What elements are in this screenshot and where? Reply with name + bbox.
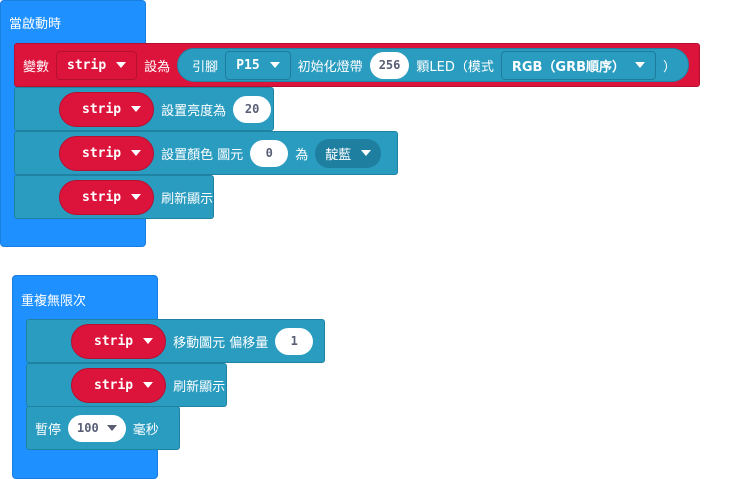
neopixel-create-block[interactable]: 引腳 P15 初始化燈帶 256 顆LED（模式 RGB（GRB順序） ） — [177, 48, 690, 82]
chevron-down-icon — [143, 338, 154, 344]
chevron-down-icon — [116, 62, 127, 68]
dropdown-value: strip — [67, 57, 107, 73]
chevron-down-icon — [635, 62, 646, 68]
variable-dropdown[interactable]: strip — [56, 50, 138, 80]
pause-dropdown[interactable]: 100 — [68, 414, 126, 442]
close-paren: ） — [663, 59, 677, 75]
brightness-label: 設置亮度為 — [161, 103, 227, 119]
dropdown-value: RGB（GRB順序） — [511, 59, 626, 75]
pin-dropdown[interactable]: P15 — [225, 50, 291, 80]
pause-label: 暫停 — [35, 422, 62, 438]
dropdown-value: 靛藍 — [325, 147, 352, 163]
shift-block[interactable]: strip 移動圖元 偏移量 1 — [26, 319, 325, 363]
strip-variable[interactable]: strip — [59, 91, 155, 127]
strip-variable[interactable]: strip — [71, 323, 167, 359]
as-label: 為 — [295, 147, 309, 163]
pause-block[interactable]: 暫停 100 毫秒 — [26, 406, 180, 450]
show-label: 刷新顯示 — [161, 191, 214, 207]
color-dropdown[interactable]: 靛藍 — [315, 138, 382, 168]
show-block[interactable]: strip 刷新顯示 — [14, 175, 214, 219]
unit-label: 毫秒 — [132, 422, 159, 438]
chevron-down-icon — [143, 382, 154, 388]
offset-input[interactable]: 1 — [275, 327, 314, 355]
init-label: 初始化燈帶 — [297, 59, 363, 75]
show-label: 刷新顯示 — [173, 379, 226, 395]
chevron-down-icon — [131, 106, 142, 112]
set-pixel-color-block[interactable]: strip 設置顏色 圖元 0 為 靛藍 — [14, 131, 398, 175]
variable-name: strip — [94, 333, 134, 349]
shift-label: 移動圖元 偏移量 — [173, 335, 269, 351]
dropdown-value: P15 — [236, 57, 260, 73]
pixel-index-input[interactable]: 0 — [250, 139, 289, 167]
brightness-input[interactable]: 20 — [233, 95, 272, 123]
strip-variable[interactable]: strip — [59, 179, 155, 215]
mode-dropdown[interactable]: RGB（GRB順序） — [500, 50, 657, 80]
chevron-down-icon — [131, 194, 142, 200]
set-variable-block[interactable]: 變數 strip 設為 引腳 P15 初始化燈帶 256 顆LED（模式 RGB… — [14, 43, 700, 87]
set-as-label: 設為 — [144, 59, 171, 75]
strip-variable[interactable]: strip — [71, 367, 167, 403]
set-brightness-block[interactable]: strip 設置亮度為 20 — [14, 87, 274, 131]
variable-name: strip — [82, 145, 122, 161]
variable-name: strip — [82, 189, 122, 205]
show-block[interactable]: strip 刷新顯示 — [26, 363, 227, 407]
set-pixel-label: 設置顏色 圖元 — [161, 147, 244, 163]
chevron-down-icon — [131, 150, 142, 156]
on-start-title: 當啟動時 — [9, 17, 62, 32]
leds-label: 顆LED（模式 — [416, 59, 494, 75]
set-var-label: 變數 — [23, 59, 50, 75]
pin-label: 引腳 — [192, 59, 219, 75]
variable-name: strip — [82, 101, 122, 117]
chevron-down-icon — [269, 62, 280, 68]
variable-name: strip — [94, 377, 134, 393]
led-count-input[interactable]: 256 — [369, 51, 410, 79]
chevron-down-icon — [361, 150, 372, 156]
dropdown-value: 100 — [77, 421, 99, 435]
chevron-down-icon — [106, 425, 117, 431]
strip-variable[interactable]: strip — [59, 135, 155, 171]
forever-title: 重複無限次 — [21, 294, 87, 309]
